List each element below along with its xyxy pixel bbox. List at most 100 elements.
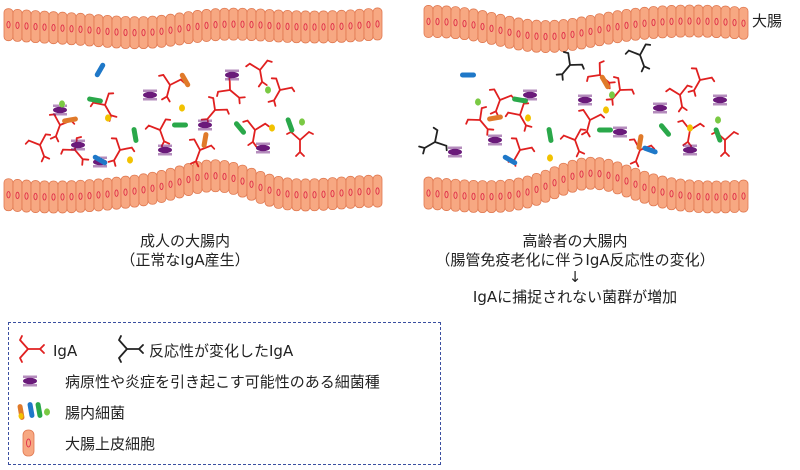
epithelial-cell bbox=[684, 179, 695, 213]
commensal-bacterium bbox=[715, 116, 721, 124]
epithelial-cell bbox=[486, 180, 497, 214]
epithelial-cell bbox=[318, 10, 329, 44]
epithelial-cell bbox=[57, 11, 68, 45]
legend-commensal-label: 腸内細菌 bbox=[65, 404, 126, 422]
epithelial-cell bbox=[513, 17, 524, 51]
epithelial-cell bbox=[39, 180, 50, 214]
epithelial-cell bbox=[621, 164, 632, 198]
pathogenic-bacterium bbox=[578, 94, 592, 106]
epithelial-cell bbox=[327, 177, 338, 211]
epithelial-cell bbox=[183, 11, 194, 45]
epithelial-cell bbox=[21, 9, 32, 43]
iga-antibody bbox=[578, 109, 606, 138]
epithelial-cell bbox=[621, 8, 632, 42]
epithelial-cell bbox=[201, 159, 212, 193]
epithelial-cell bbox=[423, 5, 434, 38]
pathogenic-bacterium bbox=[448, 146, 462, 158]
epithelial-cell bbox=[129, 16, 140, 50]
epithelial-cell bbox=[48, 180, 59, 214]
epithelial-cell bbox=[291, 178, 302, 212]
epithelial-cell bbox=[237, 7, 248, 41]
iga-antibody bbox=[677, 119, 705, 148]
pathogenic-bacterium bbox=[488, 134, 502, 146]
epithelial-cell bbox=[603, 11, 614, 45]
epithelial-cell bbox=[657, 175, 668, 209]
epithelial-cell bbox=[84, 179, 95, 213]
epithelial-cell bbox=[48, 11, 59, 45]
epithelial-cell bbox=[264, 173, 275, 207]
epithelial-cell bbox=[336, 9, 347, 43]
legend-commensal-rod bbox=[35, 402, 43, 418]
epithelial-cell bbox=[354, 175, 365, 209]
epithelial-cell bbox=[576, 16, 587, 50]
epithelial-cell bbox=[720, 5, 731, 39]
commensal-bacterium bbox=[269, 124, 275, 132]
epithelial-cell bbox=[30, 180, 41, 213]
left-epithelium-top bbox=[3, 7, 383, 50]
commensal-bacterium bbox=[636, 134, 644, 150]
epithelial-cell bbox=[264, 9, 275, 42]
epithelial-cell bbox=[585, 156, 596, 190]
epithelial-cell bbox=[684, 4, 695, 38]
epithelial-cell bbox=[639, 170, 650, 204]
right-epithelium-bottom bbox=[423, 156, 749, 214]
iga-antibody bbox=[158, 74, 186, 103]
epithelial-cell bbox=[210, 8, 221, 42]
epithelial-cell bbox=[174, 12, 185, 46]
iga-antibody bbox=[605, 76, 635, 106]
legend-commensal-icon bbox=[17, 402, 50, 420]
iga-antibody bbox=[465, 106, 495, 136]
epithelial-cell bbox=[237, 164, 248, 198]
epithelial-cell bbox=[576, 157, 587, 191]
epithelial-cell bbox=[174, 165, 185, 199]
epithelial-cell bbox=[540, 169, 551, 203]
commensal-bacterium bbox=[713, 127, 723, 143]
epithelial-cell bbox=[504, 178, 515, 212]
epithelial-cell bbox=[567, 159, 578, 193]
epithelial-cell bbox=[450, 6, 461, 40]
epithelial-cell bbox=[129, 174, 140, 208]
epithelial-cell bbox=[273, 176, 284, 209]
epithelial-cell bbox=[201, 9, 212, 42]
iga-altered-antibody bbox=[418, 126, 448, 155]
epithelial-cell bbox=[522, 175, 533, 209]
epithelial-cell bbox=[594, 157, 605, 191]
epithelial-cell bbox=[300, 10, 311, 44]
iga-antibody bbox=[245, 59, 273, 88]
pathogenic-bacterium bbox=[713, 94, 727, 106]
epithelial-cell bbox=[450, 178, 461, 212]
epithelial-cell bbox=[354, 8, 365, 42]
iga-antibody bbox=[504, 102, 533, 132]
commensal-bacterium bbox=[502, 154, 518, 166]
commensal-bacterium bbox=[131, 127, 139, 143]
epithelial-cell bbox=[603, 158, 614, 192]
epithelial-cell bbox=[66, 12, 77, 46]
iga-antibody bbox=[242, 119, 270, 148]
epithelial-cell bbox=[246, 8, 257, 41]
epithelial-cell bbox=[138, 16, 149, 49]
iga-antibody bbox=[665, 84, 693, 113]
epithelial-cell bbox=[255, 8, 266, 42]
epithelial-cell bbox=[372, 174, 383, 208]
commensal-bacterium bbox=[597, 127, 613, 133]
epithelial-cell bbox=[693, 4, 704, 38]
iga-antibody bbox=[559, 128, 587, 158]
epithelial-cell bbox=[228, 162, 239, 195]
epithelial-cell bbox=[567, 18, 578, 51]
down-arrow-icon: ↓ bbox=[568, 268, 582, 286]
epithelial-cell bbox=[102, 14, 113, 48]
right-caption-title: 高齢者の大腸内 bbox=[522, 232, 628, 250]
legend-iga-altered-label: 反応性が変化したIgA bbox=[149, 342, 294, 360]
epithelial-cell bbox=[531, 172, 542, 206]
legend-iga-label: IgA bbox=[53, 342, 78, 360]
epithelial-cell bbox=[738, 6, 749, 40]
epithelial-cell bbox=[585, 14, 596, 48]
pathogenic-bacterium bbox=[256, 142, 270, 154]
iga-antibody bbox=[24, 133, 52, 163]
right-epithelium-top bbox=[423, 4, 749, 53]
legend-pathogen-icon bbox=[23, 375, 37, 387]
commensal-bacterium bbox=[201, 132, 209, 148]
epithelial-cell bbox=[138, 173, 149, 207]
iga-antibody bbox=[488, 88, 516, 118]
legend-commensal-rod bbox=[27, 402, 35, 418]
